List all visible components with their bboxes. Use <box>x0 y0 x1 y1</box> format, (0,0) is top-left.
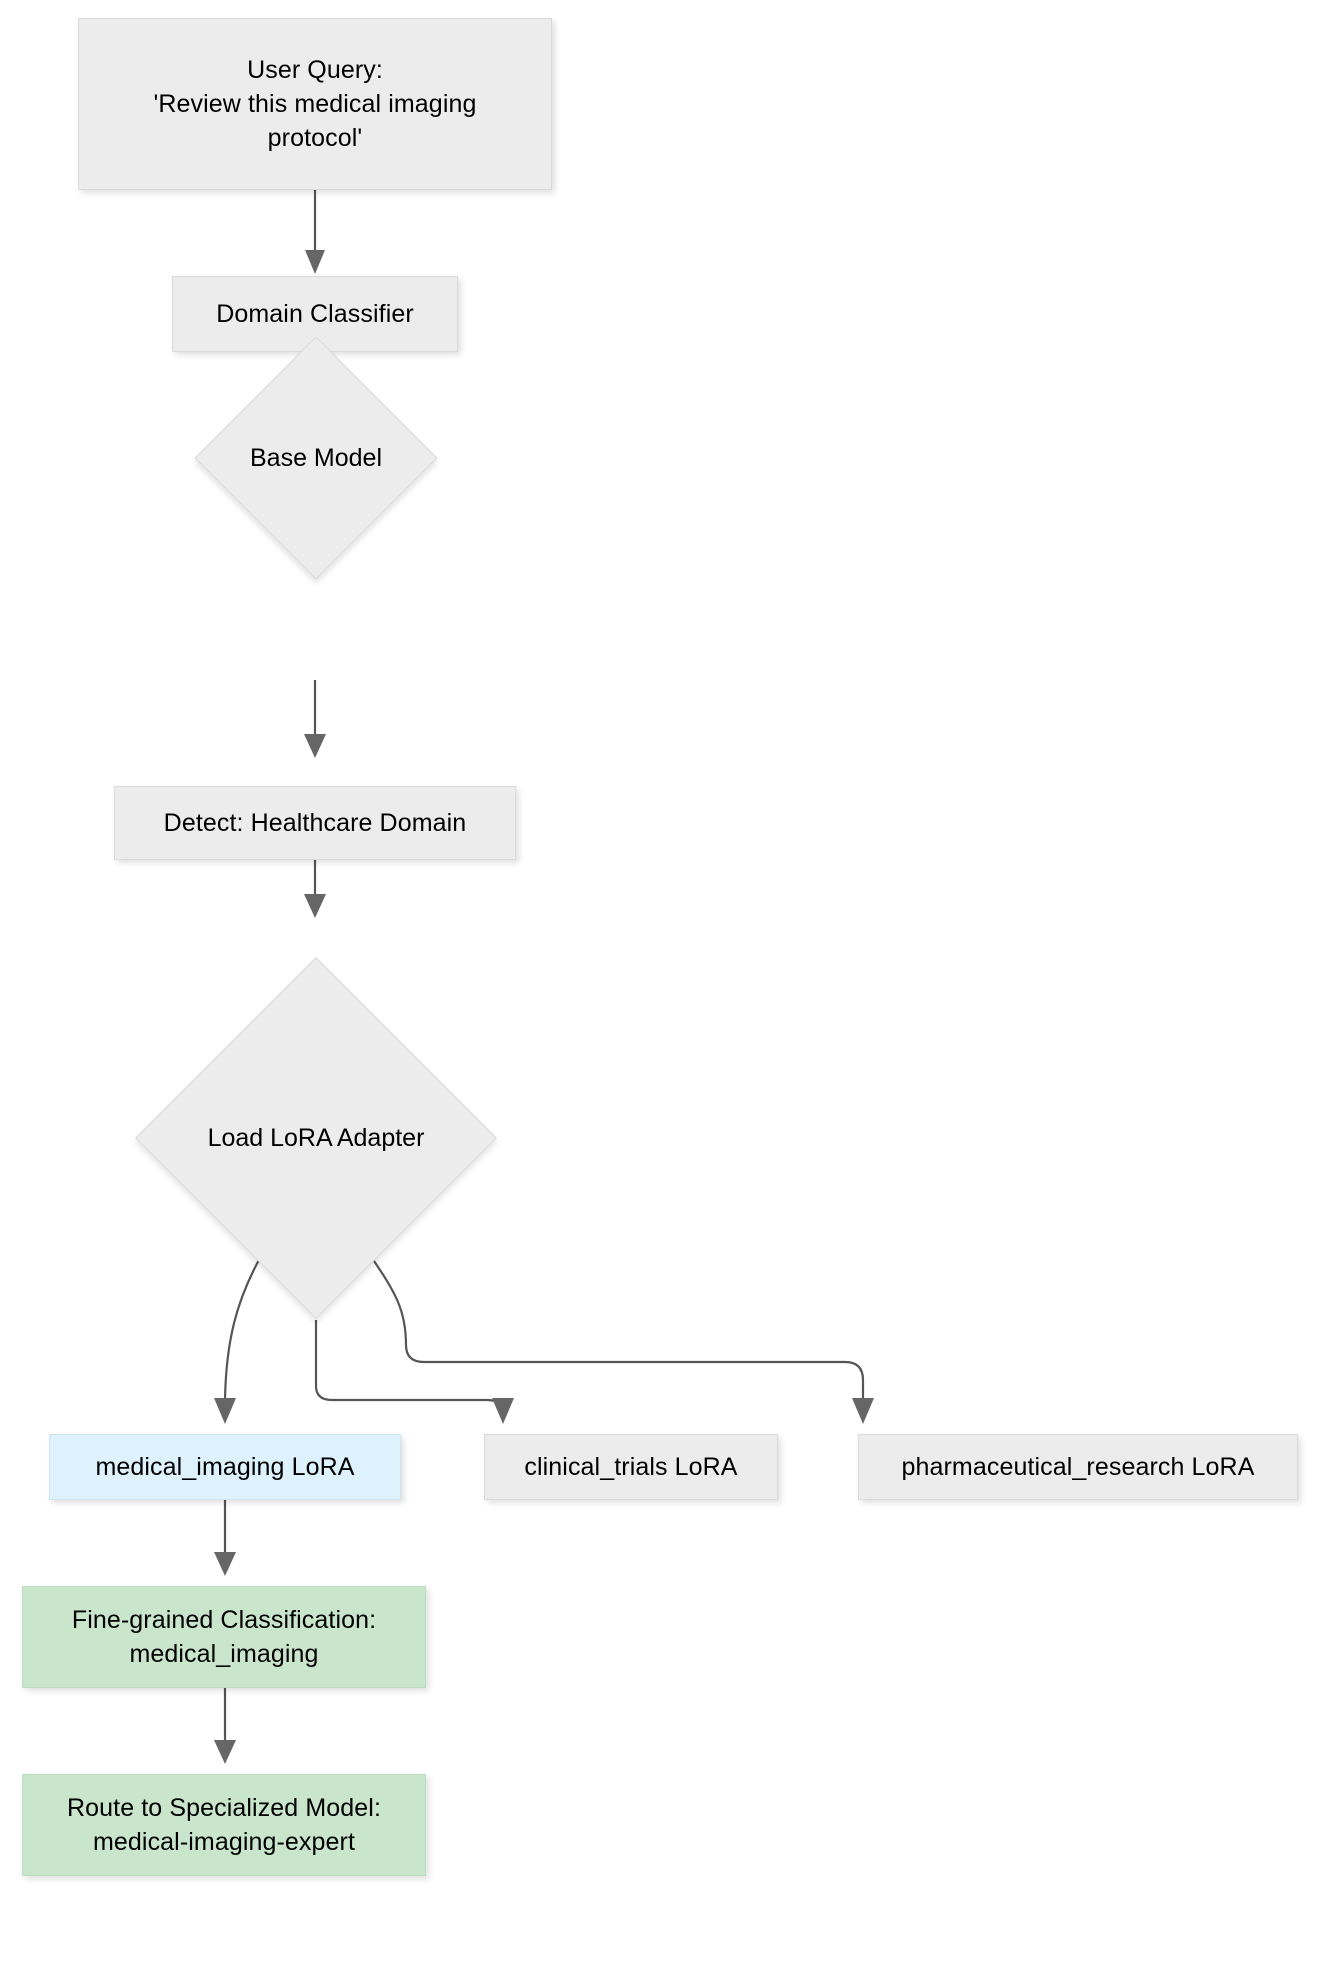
node-base-model[interactable]: Base Model <box>194 336 438 580</box>
edge-medical-imaging-lora-to-fine-grained-classification <box>214 1500 236 1576</box>
node-load-lora-adapter-label: Load LoRA Adapter <box>207 1123 425 1152</box>
node-user-query-label: User Query: 'Review this medical imaging… <box>153 56 477 152</box>
edge-fine-grained-classification-to-route-to-specialized-model <box>214 1688 236 1764</box>
node-pharmaceutical-research-lora-label: pharmaceutical_research LoRA <box>901 1453 1255 1481</box>
node-fine-grained-classification[interactable]: Fine-grained Classification: medical_ima… <box>22 1586 426 1688</box>
node-route-to-specialized-model-label: Route to Specialized Model: medical-imag… <box>67 1794 381 1856</box>
node-domain-classifier-label: Domain Classifier <box>216 300 414 328</box>
edge-base-model-to-detect-healthcare-domain <box>304 680 326 758</box>
node-load-lora-adapter[interactable]: Load LoRA Adapter <box>134 956 498 1320</box>
node-pharmaceutical-research-lora[interactable]: pharmaceutical_research LoRA <box>858 1434 1298 1500</box>
node-clinical-trials-lora[interactable]: clinical_trials LoRA <box>484 1434 778 1500</box>
edge-user-query-to-domain-classifier <box>305 190 325 274</box>
node-detect-healthcare-domain[interactable]: Detect: Healthcare Domain <box>114 786 516 860</box>
node-base-model-label: Base Model <box>249 443 383 472</box>
node-medical-imaging-lora-label: medical_imaging LoRA <box>95 1453 355 1481</box>
node-medical-imaging-lora[interactable]: medical_imaging LoRA <box>49 1434 401 1500</box>
edge-load-lora-adapter-to-pharmaceutical-research-lora <box>371 1257 874 1424</box>
node-route-to-specialized-model[interactable]: Route to Specialized Model: medical-imag… <box>22 1774 426 1876</box>
node-clinical-trials-lora-label: clinical_trials LoRA <box>524 1453 738 1481</box>
node-detect-healthcare-domain-label: Detect: Healthcare Domain <box>163 809 467 837</box>
node-user-query[interactable]: User Query: 'Review this medical imaging… <box>78 18 552 190</box>
edge-load-lora-adapter-to-clinical-trials-lora <box>314 1320 514 1424</box>
edge-load-lora-adapter-to-medical-imaging-lora <box>214 1257 261 1424</box>
node-fine-grained-classification-label: Fine-grained Classification: medical_ima… <box>71 1606 377 1668</box>
